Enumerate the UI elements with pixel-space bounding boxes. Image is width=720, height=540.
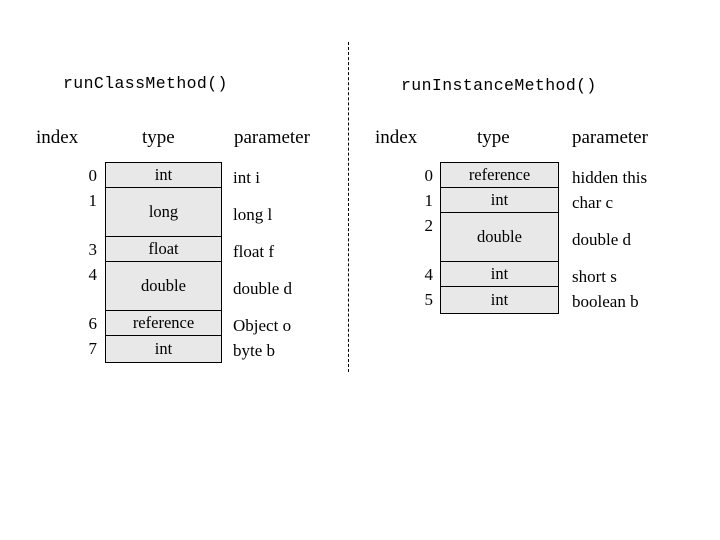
panel-title-run-class-method: runClassMethod() — [63, 74, 228, 93]
slot-type-cell: reference — [441, 163, 558, 188]
slot-type-label: double — [141, 276, 186, 295]
slot-index-label: 1 — [424, 191, 434, 210]
slot-type-label: int — [490, 264, 509, 283]
slot-type-cell: int — [106, 163, 221, 188]
slot-parameter-label: byte b — [233, 340, 276, 360]
slot-type-label: reference — [132, 313, 195, 332]
panel-divider-dashed-line — [348, 42, 349, 372]
slot-type-cell: double — [441, 213, 558, 262]
slot-type-label: float — [148, 239, 179, 258]
slot-index-label: 6 — [88, 314, 98, 333]
slot-type-label: int — [154, 165, 173, 184]
slot-index-label: 7 — [88, 339, 98, 358]
column-header-type-left: type — [142, 127, 175, 148]
slot-parameter-label: int i — [233, 167, 260, 187]
slot-type-label: int — [154, 338, 173, 358]
slot-index-label: 2 — [424, 216, 434, 235]
slot-parameter-label: char c — [572, 192, 614, 212]
column-header-index-right: index — [375, 127, 418, 148]
slot-parameter-label: float f — [233, 241, 275, 261]
column-header-type-right: type — [477, 127, 510, 148]
local-variable-slot-stack-right: reference int double int int — [440, 162, 559, 314]
slot-index-label: 4 — [88, 265, 98, 284]
slot-parameter-label: boolean b — [572, 291, 639, 311]
slot-type-cell: int — [441, 188, 558, 213]
column-header-index-left: index — [36, 127, 79, 148]
slot-parameter-label: Object o — [233, 315, 292, 335]
slot-index-label: 4 — [424, 265, 434, 284]
slot-index-label: 3 — [88, 240, 98, 259]
column-header-parameter-right: parameter — [572, 127, 648, 148]
slot-type-label: reference — [468, 165, 531, 184]
slot-parameter-label: long l — [233, 204, 273, 224]
slot-type-label: double — [477, 227, 522, 246]
slot-index-label: 0 — [424, 166, 434, 185]
slot-type-cell: float — [106, 237, 221, 262]
slot-index-label: 0 — [88, 166, 98, 185]
slot-parameter-label: double d — [572, 229, 632, 249]
slot-type-cell: reference — [106, 311, 221, 336]
slot-type-cell: int — [441, 287, 558, 312]
slot-type-cell: double — [106, 262, 221, 311]
slot-type-label: long — [148, 202, 179, 221]
local-variable-slot-stack-left: int long float double reference int — [105, 162, 222, 363]
slot-parameter-label: short s — [572, 266, 617, 286]
column-header-parameter-left: parameter — [234, 127, 310, 148]
slot-parameter-label: double d — [233, 278, 293, 298]
slot-index-label: 5 — [424, 290, 434, 309]
panel-title-run-instance-method: runInstanceMethod() — [401, 76, 597, 95]
slot-type-cell: long — [106, 188, 221, 237]
slot-parameter-label: hidden this — [572, 167, 648, 187]
slot-type-cell: int — [106, 336, 221, 361]
slot-index-label: 1 — [88, 191, 98, 210]
slot-type-label: int — [490, 289, 509, 309]
slot-type-cell: int — [441, 262, 558, 287]
slot-type-label: int — [490, 190, 509, 209]
